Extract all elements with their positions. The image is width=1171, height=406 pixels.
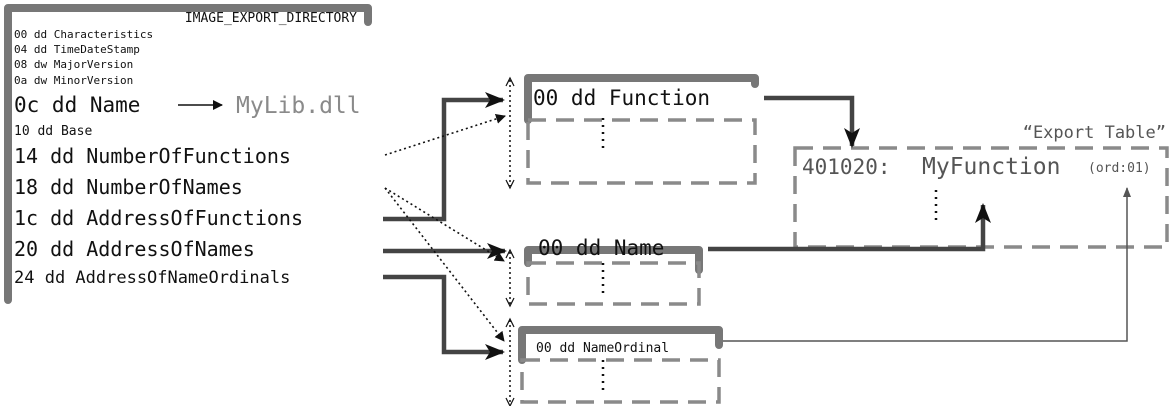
field-addressofnames: 20 dd AddressOfNames	[14, 237, 255, 261]
dll-name: MyLib.dll	[236, 93, 361, 119]
field-minorversion: 0a dw MinorVersion	[14, 74, 133, 87]
address-of-name-ordinals-arrow	[383, 274, 505, 360]
names-array-label: 00 dd Name	[538, 236, 664, 260]
field-base: 10 dd Base	[14, 124, 92, 139]
export-entry-address: 401020:	[802, 155, 891, 179]
export-entry-name: MyFunction	[922, 154, 1060, 180]
field-addressoffunctions: 1c dd AddressOfFunctions	[14, 206, 303, 230]
address-of-functions-arrow	[383, 92, 505, 222]
address-of-names-arrow	[383, 250, 500, 278]
function-to-export-arrow	[764, 95, 860, 148]
directory-title: IMAGE_EXPORT_DIRECTORY	[185, 11, 357, 26]
ordinals-array-label: 00 dd NameOrdinal	[536, 341, 669, 356]
export-table-box: “Export Table” 401020: MyFunction (ord:0…	[793, 123, 1169, 249]
field-numberofnames: 18 dd NumberOfNames	[14, 175, 243, 199]
export-directory-bracket	[4, 4, 372, 304]
number-of-names-dotted-1	[384, 187, 505, 262]
functions-array-label: 00 dd Function	[533, 86, 710, 110]
field-name: 0c dd Name	[14, 93, 140, 117]
field-numberoffunctions: 14 dd NumberOfFunctions	[14, 144, 291, 168]
number-of-functions-dotted	[384, 114, 506, 156]
address-of-functions-array: 00 dd Function	[524, 74, 759, 185]
address-of-names-array: 00 dd Name	[524, 236, 703, 306]
field-timedatestamp: 04 dd TimeDateStamp	[14, 43, 140, 56]
export-entry-ordinal: (ord:01)	[1088, 161, 1151, 176]
export-table-caption: “Export Table”	[1023, 123, 1166, 143]
field-majorversion: 08 dw MajorVersion	[14, 58, 133, 71]
number-of-names-dotted-2	[384, 187, 505, 342]
name-to-export-arrow	[708, 203, 991, 252]
field-characteristics: 00 dd Characteristics	[14, 28, 153, 41]
field-addressofnameordinals: 24 dd AddressOfNameOrdinals	[14, 268, 290, 288]
address-of-name-ordinals-array: 00 dd NameOrdinal	[518, 326, 723, 404]
ordinal-to-export-arrow	[723, 187, 1131, 342]
